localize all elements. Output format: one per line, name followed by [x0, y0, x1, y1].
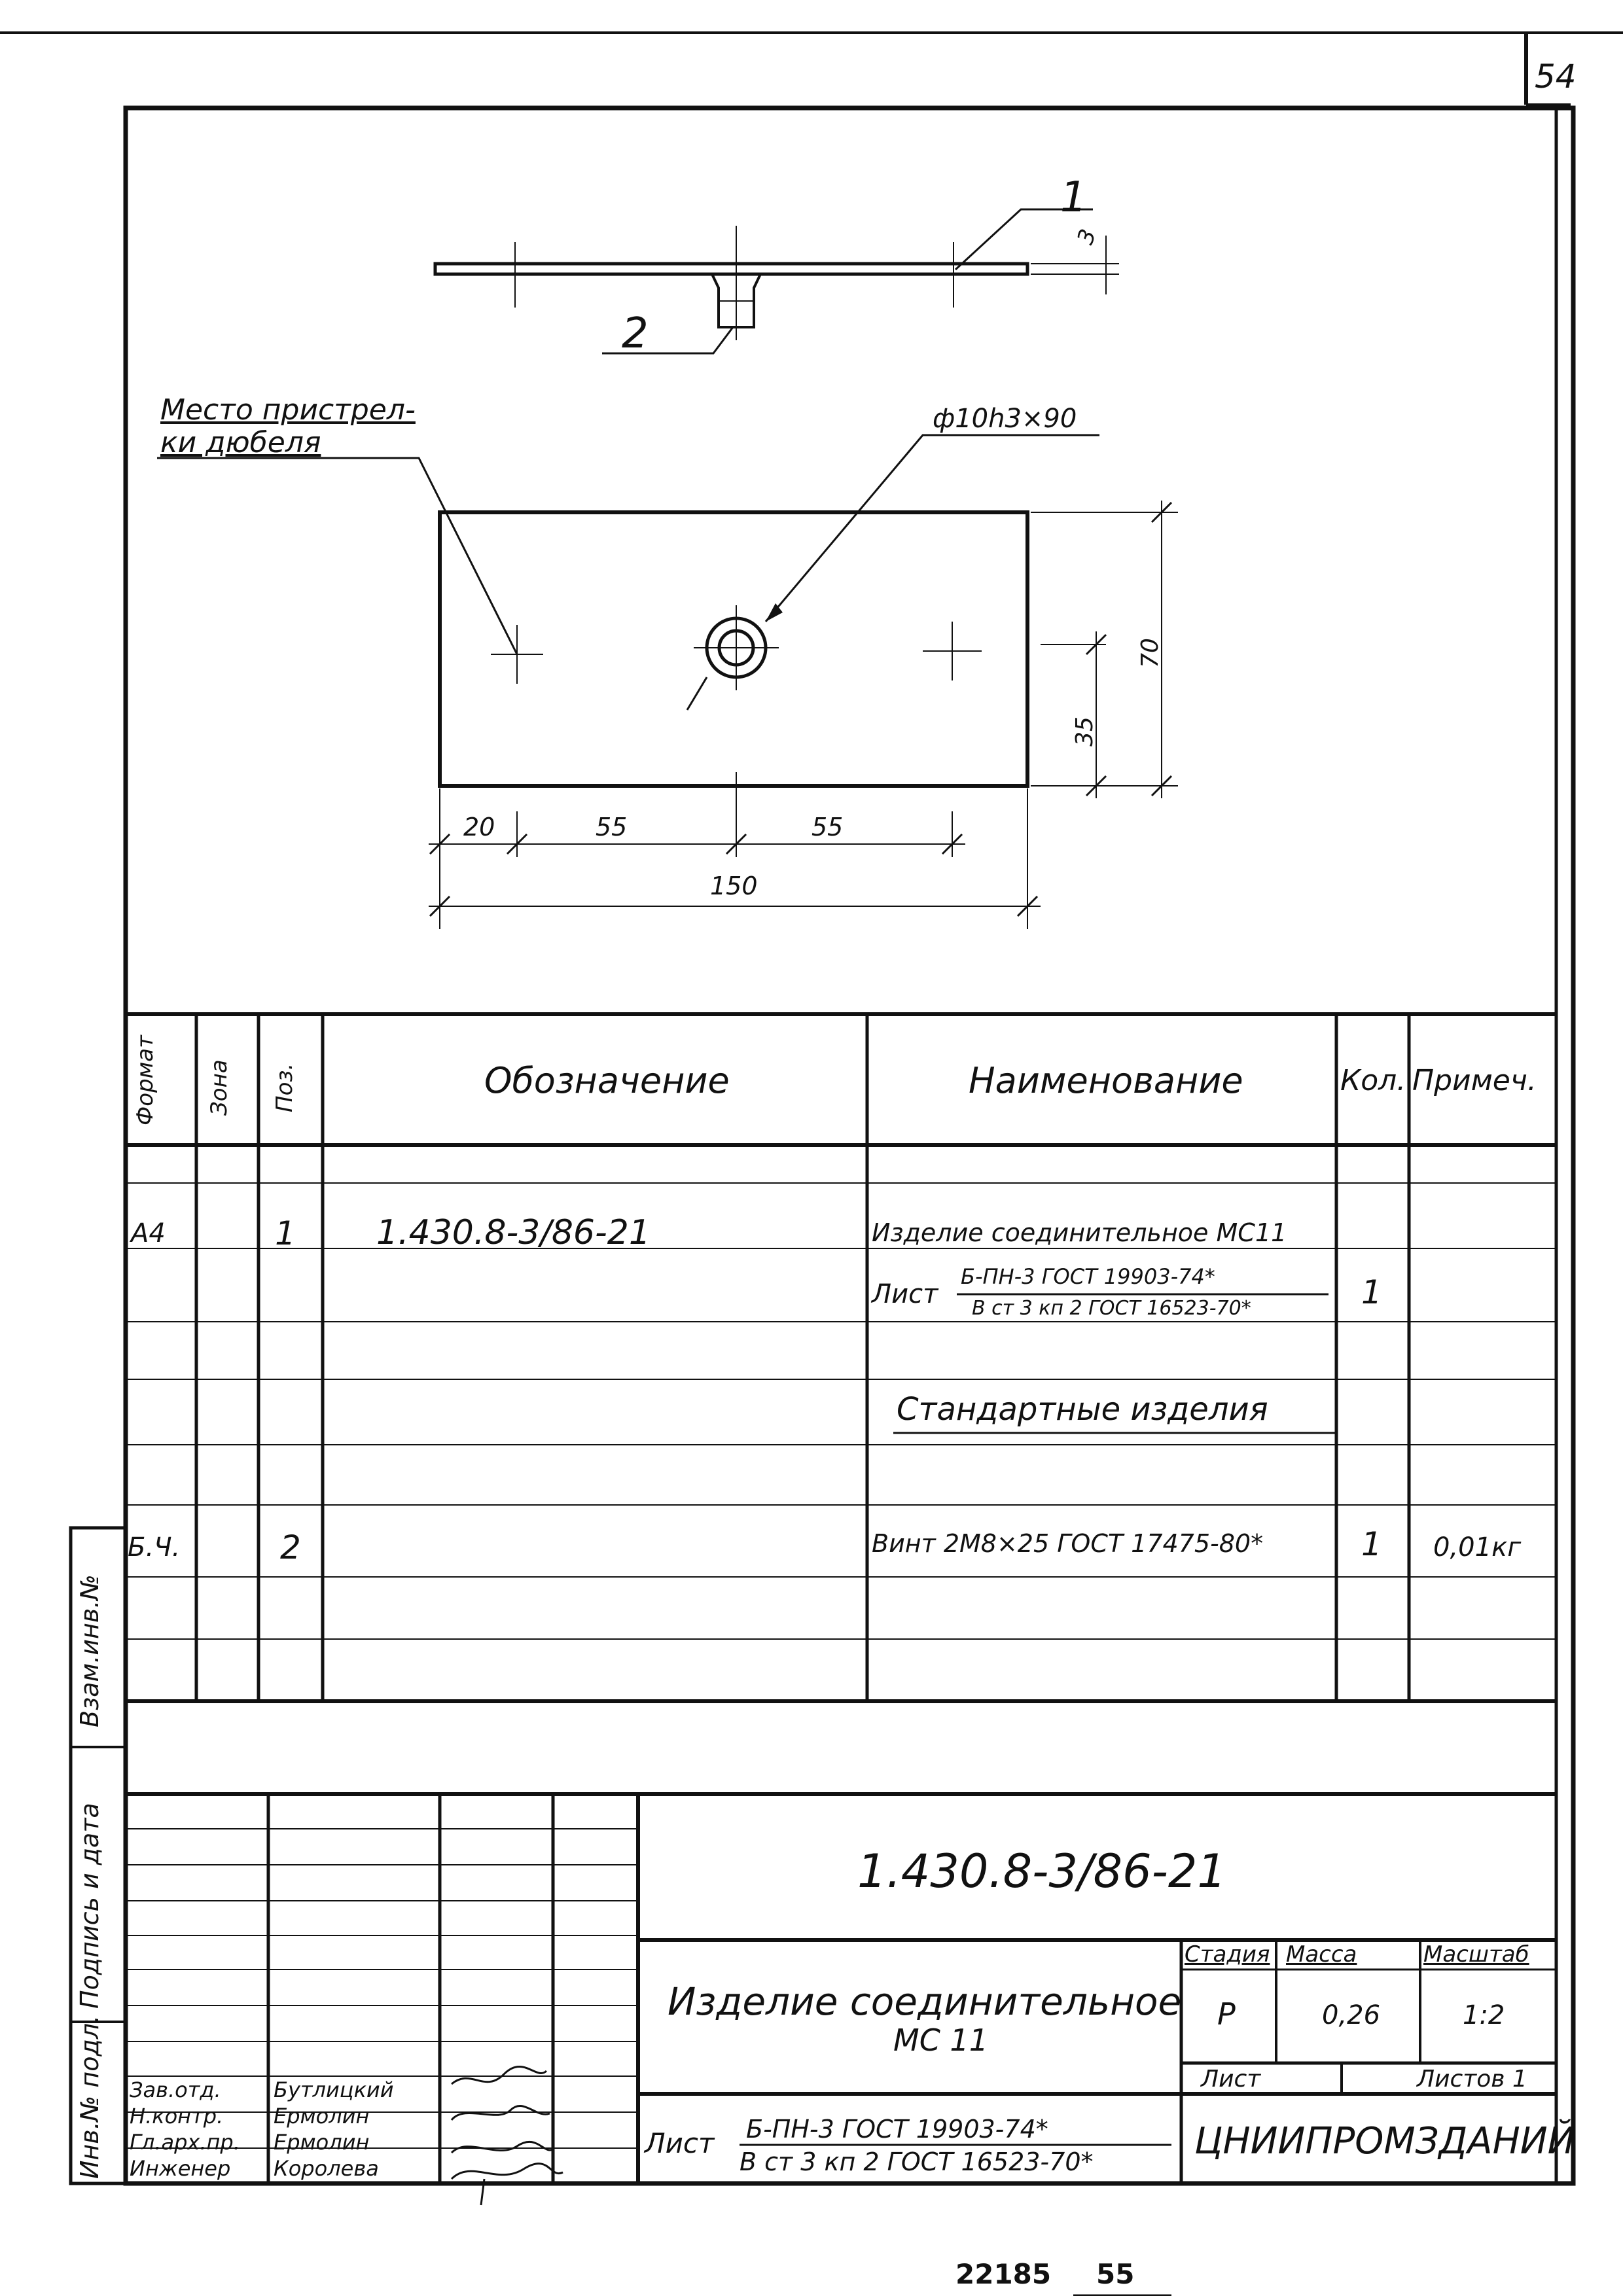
row2-denominator: В ст 3 кп 2 ГОСТ 16523-70* — [972, 1297, 1251, 1320]
header-pos: Поз. — [272, 1063, 298, 1112]
dowel-note-line2: ки дюбеля — [160, 426, 321, 459]
dim-70-label: 70 — [1136, 638, 1164, 668]
title-block-lines — [126, 1792, 1556, 2206]
dim-35-label: 35 — [1071, 716, 1098, 747]
dim-55a-label: 55 — [596, 813, 628, 841]
page-number: 54 — [1535, 58, 1577, 96]
tb-role-2: Н.контр. — [130, 2104, 224, 2128]
plate-plan-outline — [438, 510, 1029, 788]
tick-70-bottom — [1150, 775, 1173, 797]
leader-stud-arrow — [766, 603, 783, 622]
tb-sheet-label: Лист — [1201, 2066, 1261, 2093]
tick-c — [725, 833, 747, 855]
tick-f — [1016, 895, 1039, 917]
dim-20-label: 20 — [463, 813, 495, 841]
tb-title-line1: Изделие соединительное — [668, 1979, 1182, 2024]
tb-name-4: Королева — [274, 2156, 379, 2181]
row1-name: Изделие соединительное МС11 — [872, 1218, 1287, 1247]
tb-stage-value: Р — [1217, 1996, 1236, 2032]
spec-table-lines — [126, 1012, 1556, 1703]
tb-title-line2: МС 11 — [893, 2022, 988, 2058]
section-standard: Стандартные изделия — [897, 1391, 1268, 1428]
plate-side-outline — [433, 262, 1029, 276]
header-name: Наименование — [969, 1060, 1243, 1101]
header-qty: Кол. — [1340, 1064, 1406, 1097]
signature-2 — [450, 2105, 550, 2121]
tb-mass-label: Масса — [1286, 1941, 1357, 1968]
plate-side-view — [433, 208, 1119, 355]
side-strip — [69, 1526, 128, 2185]
tick-b — [506, 833, 528, 855]
tick-35-top — [1085, 633, 1107, 656]
tb-material-num: Б-ПН-3 ГОСТ 19903-74* — [746, 2115, 1048, 2144]
leader-pos-2 — [602, 327, 734, 355]
tb-role-4: Инженер — [130, 2156, 231, 2181]
side-label-signature: Подпись и дата — [75, 1803, 104, 2009]
row3-format: Б.Ч. — [128, 1532, 181, 1563]
tb-scale-value: 1:2 — [1463, 2000, 1505, 2030]
tick-a — [429, 833, 451, 855]
tb-name-2: Ермолин — [274, 2104, 370, 2128]
leader-pos-1 — [954, 208, 1093, 271]
dowel-note-line1: Место пристрел- — [160, 393, 416, 427]
side-label-replace: Взам.инв.№ — [75, 1574, 104, 1727]
pos-1-label: 1 — [1060, 173, 1087, 222]
tick-35-bottom — [1085, 775, 1107, 797]
row1-pos: 1 — [275, 1214, 296, 1252]
plate-plan-view — [157, 434, 1178, 929]
leader-stud-tail — [686, 677, 708, 711]
row1-format: А4 — [131, 1218, 166, 1248]
dim-150-label: 150 — [710, 872, 758, 900]
tb-material-prefix: Лист — [645, 2127, 715, 2159]
leader-dowel-note — [157, 457, 518, 655]
row3-pos: 2 — [280, 1528, 301, 1566]
row3-name: Винт 2М8×25 ГОСТ 17475-80* — [872, 1529, 1264, 1558]
tb-stage-label: Стадия — [1185, 1941, 1270, 1968]
tb-name-3: Ермолин — [274, 2130, 370, 2155]
row2-numerator: Б-ПН-3 ГОСТ 19903-74* — [961, 1264, 1215, 1289]
tb-mass-value: 0,26 — [1322, 2000, 1381, 2030]
signature-4 — [450, 2163, 563, 2206]
tb-role-3: Гл.арх.пр. — [130, 2130, 240, 2155]
header-designation: Обозначение — [484, 1060, 730, 1101]
tb-material-den: В ст 3 кп 2 ГОСТ 16523-70* — [740, 2147, 1094, 2176]
dim-55b-label: 55 — [812, 813, 844, 841]
tb-code: 1.430.8-3/86-21 — [857, 1845, 1226, 1898]
header-zone: Зона — [206, 1059, 232, 1116]
signature-3 — [450, 2141, 554, 2154]
row3-qty: 1 — [1361, 1525, 1382, 1563]
stud-outline — [711, 274, 762, 328]
footer-inventory: 22185 — [955, 2258, 1052, 2290]
side-label-inventory: Инв.№ подл. — [75, 2015, 104, 2179]
header-format: Формат — [132, 1035, 158, 1125]
footer-page: 55 — [1096, 2258, 1135, 2290]
tick-d — [941, 833, 963, 855]
row3-note: 0,01кг — [1433, 1532, 1522, 1563]
stud-label: ф10h3×90 — [933, 404, 1077, 434]
tb-scale-label: Масштаб — [1423, 1941, 1529, 1968]
row2-prefix: Лист — [872, 1279, 938, 1309]
tb-role-1: Зав.отд. — [130, 2077, 221, 2102]
leader-stud-label — [764, 434, 1099, 622]
row1-designation: 1.430.8-3/86-21 — [376, 1213, 651, 1252]
pos-2-label: 2 — [622, 309, 649, 358]
header-note: Примеч. — [1412, 1064, 1537, 1097]
tb-name-1: Бутлицкий — [274, 2077, 394, 2102]
tb-sheets-label: Листов 1 — [1417, 2066, 1527, 2093]
tb-organization: ЦНИИПРОМЗДАНИЙ — [1194, 2120, 1575, 2163]
row2-qty: 1 — [1361, 1273, 1382, 1311]
signature-1 — [451, 2066, 548, 2085]
tick-70-top — [1150, 501, 1173, 523]
tick-e — [429, 895, 451, 917]
